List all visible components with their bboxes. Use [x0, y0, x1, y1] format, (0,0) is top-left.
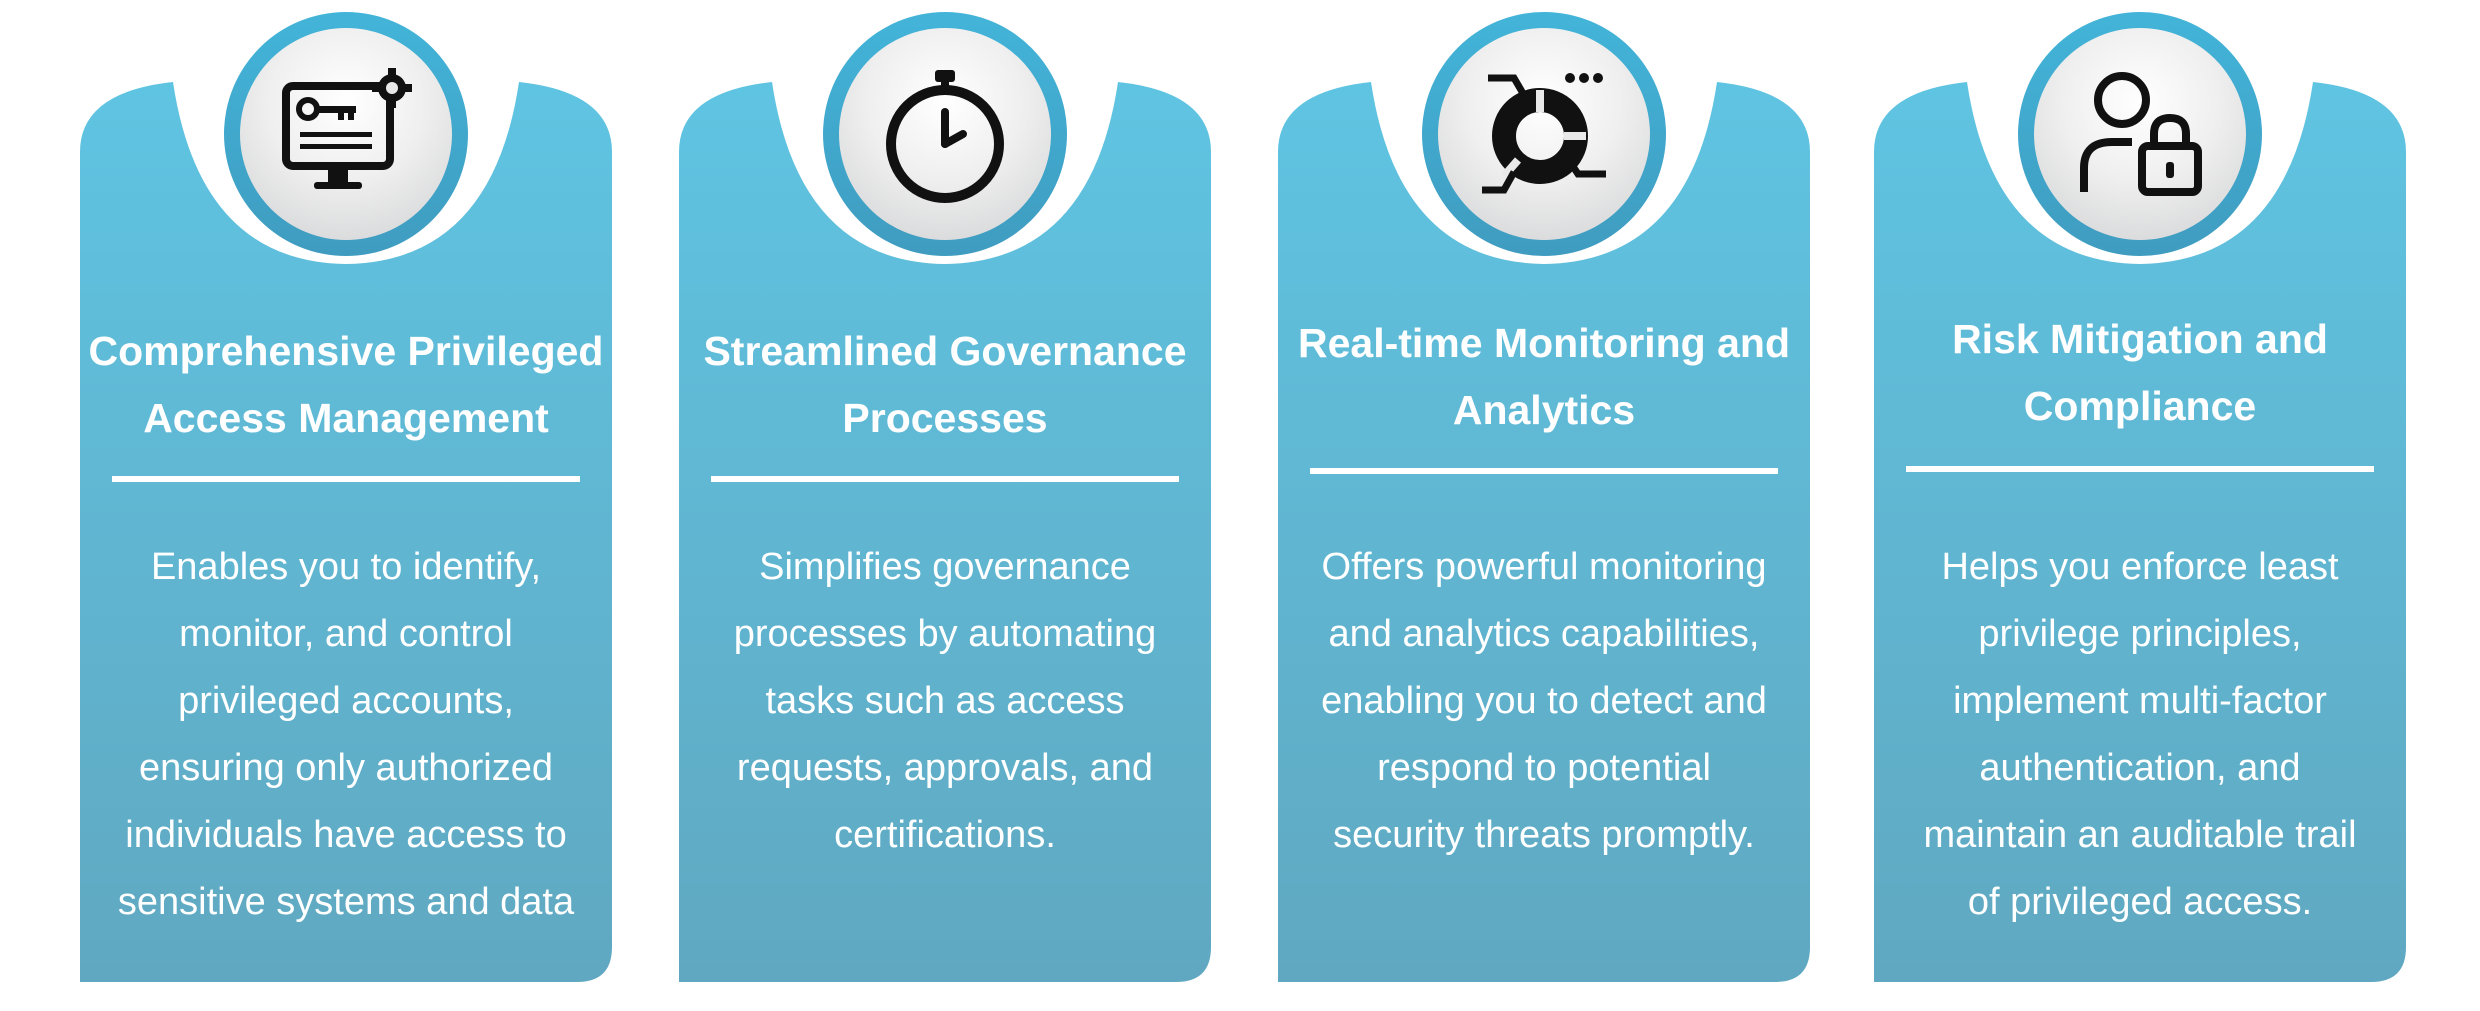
card-background: [1278, 82, 1810, 982]
icon-badge: [224, 12, 468, 256]
card-risk-compliance: Risk Mitigation and Compliance Helps you…: [1874, 12, 2406, 982]
card-background: [679, 82, 1211, 982]
card-title: Comprehensive Privileged Access Manageme…: [88, 328, 604, 441]
monitoring-chart-icon: [1482, 73, 1606, 194]
card-governance: Streamlined Governance Processes Simplif…: [679, 12, 1211, 982]
monitor-key-gear-icon: [282, 68, 412, 189]
card-description: Enables you to identify, monitor, and co…: [117, 546, 575, 923]
card-background: [80, 82, 612, 982]
card-background: [1874, 82, 2406, 982]
title-divider: [112, 476, 580, 482]
card-title: Streamlined Governance Processes: [703, 328, 1187, 441]
card-description: Offers powerful monitoring and analytics…: [1321, 546, 1767, 856]
icon-badge: [1422, 12, 1666, 256]
stopwatch-icon: [886, 70, 1004, 203]
icon-badge: [823, 12, 1067, 256]
card-monitoring: Real-time Monitoring and Analytics Offer…: [1278, 12, 1810, 982]
card-title: Risk Mitigation and Compliance: [1952, 316, 2328, 429]
card-description: Helps you enforce least privilege princi…: [1923, 546, 2357, 923]
title-divider: [1310, 468, 1778, 474]
title-divider: [1906, 466, 2374, 472]
card-description: Simplifies governance processes by autom…: [733, 546, 1157, 856]
title-divider: [711, 476, 1179, 482]
icon-badge: [2018, 12, 2262, 256]
user-lock-icon: [2080, 72, 2202, 196]
card-title: Real-time Monitoring and Analytics: [1298, 320, 1790, 433]
card-privileged-access: Comprehensive Privileged Access Manageme…: [80, 12, 612, 982]
